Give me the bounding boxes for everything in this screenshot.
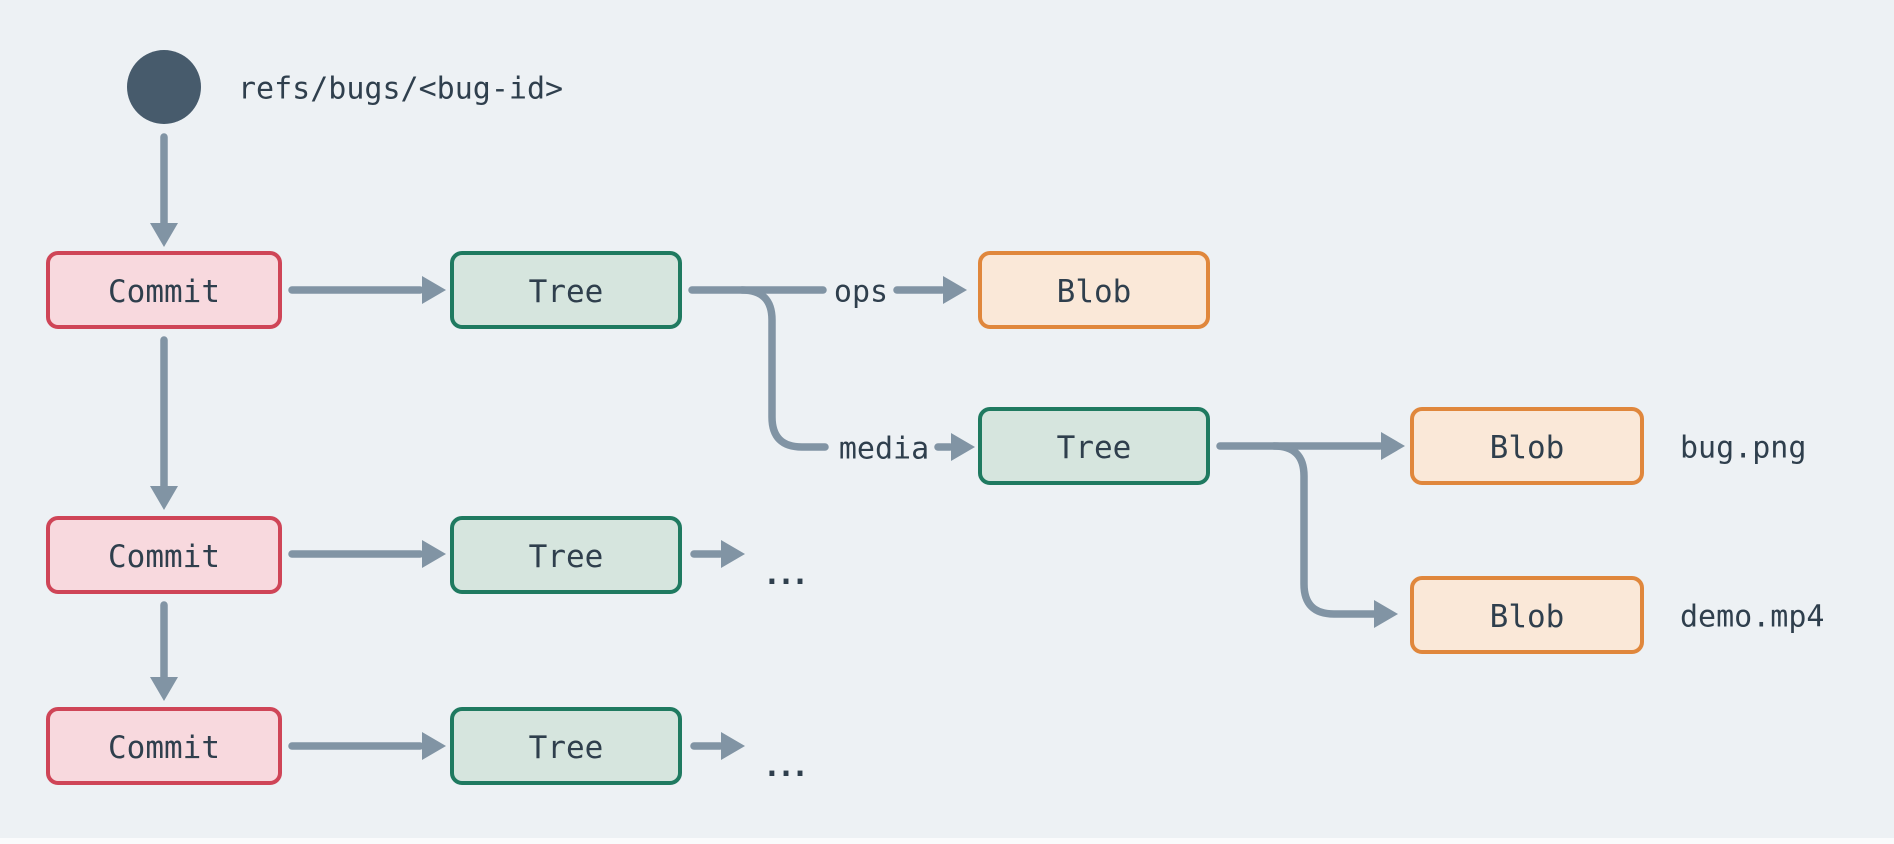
arrowhead-treemedia-to-blobbug (1381, 432, 1405, 460)
node-blob-ops (978, 251, 1210, 329)
arrowhead-branch-to-blobdemo (1374, 600, 1398, 628)
ref-node-circle (127, 50, 201, 124)
node-tree-2 (450, 516, 682, 594)
node-commit-1-label: Commit (108, 274, 220, 310)
node-commit-3 (46, 707, 282, 785)
ref-label: refs/bugs/<bug-id> (238, 72, 563, 107)
arrowhead-commit2-to-commit3 (150, 677, 178, 701)
arrowhead-media-to-tree (951, 433, 975, 461)
arrowhead-commit2-to-tree2 (422, 540, 446, 568)
node-blob-bug (1410, 407, 1644, 485)
node-blob-bug-label: Blob (1490, 430, 1565, 466)
node-tree-1 (450, 251, 682, 329)
arrowhead-ops-to-blob (943, 276, 967, 304)
node-tree-media (978, 407, 1210, 485)
ellipsis-row3: ... (763, 557, 805, 592)
node-blob-demo-label: Blob (1490, 599, 1565, 635)
arrowhead-tree3-to-ellipsis (721, 732, 745, 760)
ellipsis-row5: ... (763, 749, 805, 784)
arrowhead-tree2-to-ellipsis (721, 540, 745, 568)
arrowhead-commit1-to-commit2 (150, 486, 178, 510)
arrowhead-commit3-to-tree3 (422, 732, 446, 760)
arrowhead-commit1-to-tree1 (422, 276, 446, 304)
arrowhead-ref-to-commit1 (150, 223, 178, 247)
node-commit-2-label: Commit (108, 539, 220, 575)
node-tree-3 (450, 707, 682, 785)
node-tree-3-label: Tree (529, 730, 604, 766)
file-label-demo-mp4: demo.mp4 (1680, 600, 1825, 635)
edge-label-ops: ops (834, 275, 888, 310)
bottom-page-strip (0, 838, 1894, 844)
edge-tree1-branch-media (738, 286, 829, 451)
node-tree-2-label: Tree (529, 539, 604, 575)
file-label-bug-png: bug.png (1680, 431, 1806, 466)
node-tree-media-label: Tree (1057, 430, 1132, 466)
node-tree-1-label: Tree (529, 274, 604, 310)
node-blob-ops-label: Blob (1057, 274, 1132, 310)
node-commit-3-label: Commit (108, 730, 220, 766)
edge-treemedia-branch-demo (1270, 442, 1378, 618)
node-commit-2 (46, 516, 282, 594)
edge-label-media: media (839, 432, 929, 467)
node-blob-demo (1410, 576, 1644, 654)
node-commit-1 (46, 251, 282, 329)
